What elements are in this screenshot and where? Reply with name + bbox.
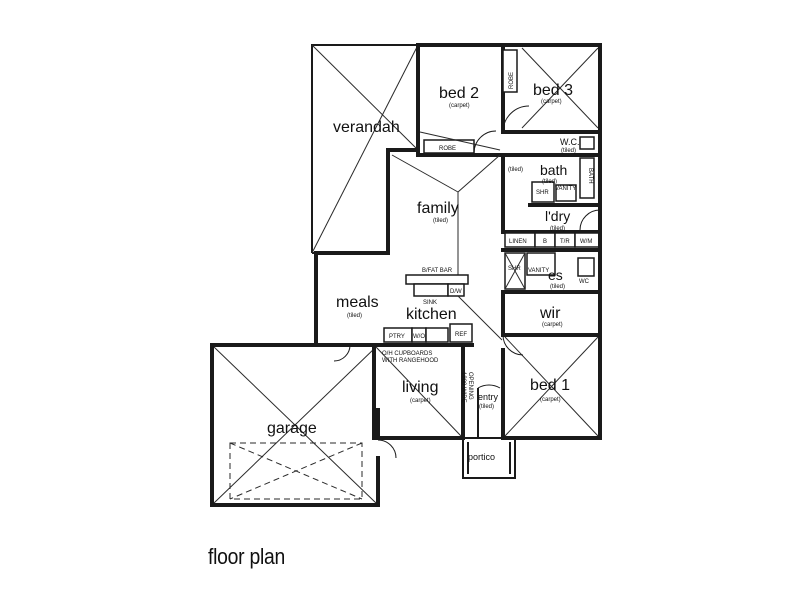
bath-tub-label: BATH [587, 168, 593, 184]
wet-areas [501, 130, 602, 294]
bed1-label: bed 1 [530, 377, 570, 394]
ldry-finish: (tiled) [550, 226, 565, 232]
linen-wm-label: W/M [580, 239, 592, 245]
linen-label: LINEN [509, 239, 527, 245]
ensuite-label: es [548, 267, 563, 283]
cupboards-line1: O/H CUPBOARDS [382, 351, 432, 357]
fridge-label: REF [455, 332, 467, 338]
wir-label: wir [539, 305, 561, 322]
bed1-finish: (carpet) [540, 397, 561, 403]
meals-label: meals [336, 294, 379, 311]
ensuite-vanity-label: VANITY [528, 268, 549, 274]
bed3-label: bed 3 [533, 82, 573, 99]
robe-horizontal-label: ROBE [439, 146, 456, 152]
dishwasher-label: D/W [450, 289, 462, 295]
garage-area [210, 343, 397, 507]
ensuite-shower-label: SHR [508, 266, 521, 272]
linen-tr-label: T/R [560, 239, 570, 245]
family-label: family [417, 200, 459, 217]
wc-label: W.C. [560, 137, 580, 147]
living-finish: (carpet) [410, 398, 431, 404]
wir-finish: (carpet) [542, 322, 563, 328]
family-finish: (tiled) [433, 218, 448, 224]
portico-area [462, 437, 516, 479]
ldry-label: l'dry [545, 208, 570, 224]
bed3-finish: (carpet) [541, 99, 562, 105]
garage-label: garage [267, 420, 317, 437]
living-core [314, 148, 505, 362]
bath-finish: (tiled) [542, 179, 557, 185]
floor-plan-caption: floor plan [208, 544, 286, 569]
sink-label: SINK [423, 300, 437, 306]
kitchen-label: kitchen [406, 306, 457, 323]
bed2-finish: (carpet) [449, 103, 470, 109]
bath-vanity: VANITY [555, 186, 576, 192]
verandah-label: verandah [333, 119, 400, 136]
bed2-label: bed 2 [439, 85, 479, 102]
entry-finish: (tiled) [479, 404, 494, 410]
bath-label: bath [540, 162, 567, 178]
robe-vertical-label: ROBE [509, 72, 515, 89]
ensuite-wc-label: WC [579, 279, 590, 285]
entry-label: entry [478, 392, 499, 402]
living-label: living [402, 379, 438, 396]
bath-shower-label: SHR [536, 190, 549, 196]
linen-b-label: B [543, 239, 547, 245]
opening-line1: 1800 WIDE [460, 372, 466, 403]
portico-label: portico [468, 452, 495, 462]
pantry-label: PTRY [389, 334, 405, 340]
meals-finish: (tiled) [347, 313, 362, 319]
wall-oven-label: W/O [413, 334, 425, 340]
master-suite [501, 43, 602, 440]
wc-finish: (tiled) [561, 148, 576, 154]
cupboards-line2: WITH RANGEHOOD [382, 358, 439, 364]
ensuite-finish: (tiled) [550, 284, 565, 290]
bedroom-wing-top [416, 43, 602, 157]
bfat-bar-label: B/FAT BAR [422, 268, 453, 274]
hall-finish: (tiled) [508, 167, 523, 173]
opening-line2: OPENING [467, 372, 473, 400]
